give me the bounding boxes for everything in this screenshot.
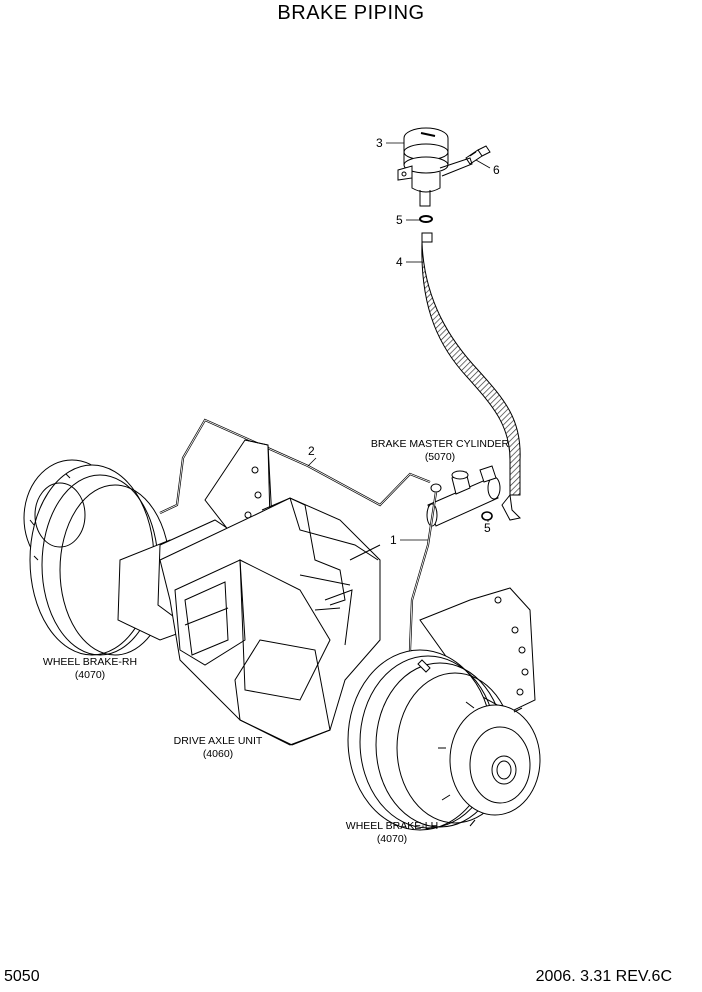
callout-3: 3 [376, 136, 383, 150]
page-title: BRAKE PIPING [277, 2, 425, 24]
page-number: 5050 [4, 968, 40, 985]
callout-4: 4 [396, 255, 403, 269]
reservoir-tank [397, 127, 473, 207]
leader-lines [307, 142, 491, 541]
master-cylinder-label: BRAKE MASTER CYLINDER [371, 438, 510, 450]
o-ring-upper [419, 215, 433, 223]
revision-date: 2006. 3.31 REV.6C [535, 968, 672, 985]
wheel-brake-lh [347, 587, 541, 831]
wheel-brake-rh-label: WHEEL BRAKE-RH [43, 656, 137, 668]
callout-2: 2 [308, 444, 315, 458]
drive-axle-ref: (4060) [203, 748, 233, 760]
drive-axle-unit [117, 439, 381, 746]
callout-6: 6 [493, 163, 500, 177]
callout-5-lower: 5 [484, 521, 491, 535]
drive-axle-label: DRIVE AXLE UNIT [174, 735, 263, 747]
wheel-brake-lh-ref: (4070) [377, 833, 407, 845]
brake-pipe-2 [159, 418, 431, 514]
callout-1: 1 [390, 533, 397, 547]
wheel-brake-lh-label: WHEEL BRAKE-LH [346, 820, 438, 832]
callout-5-upper: 5 [396, 213, 403, 227]
mounting-bolt [465, 145, 491, 165]
master-cylinder-ref: (5070) [425, 451, 455, 463]
brake-master-cylinder [426, 465, 501, 527]
wheel-brake-rh-ref: (4070) [75, 669, 105, 681]
brake-hose [421, 232, 522, 521]
